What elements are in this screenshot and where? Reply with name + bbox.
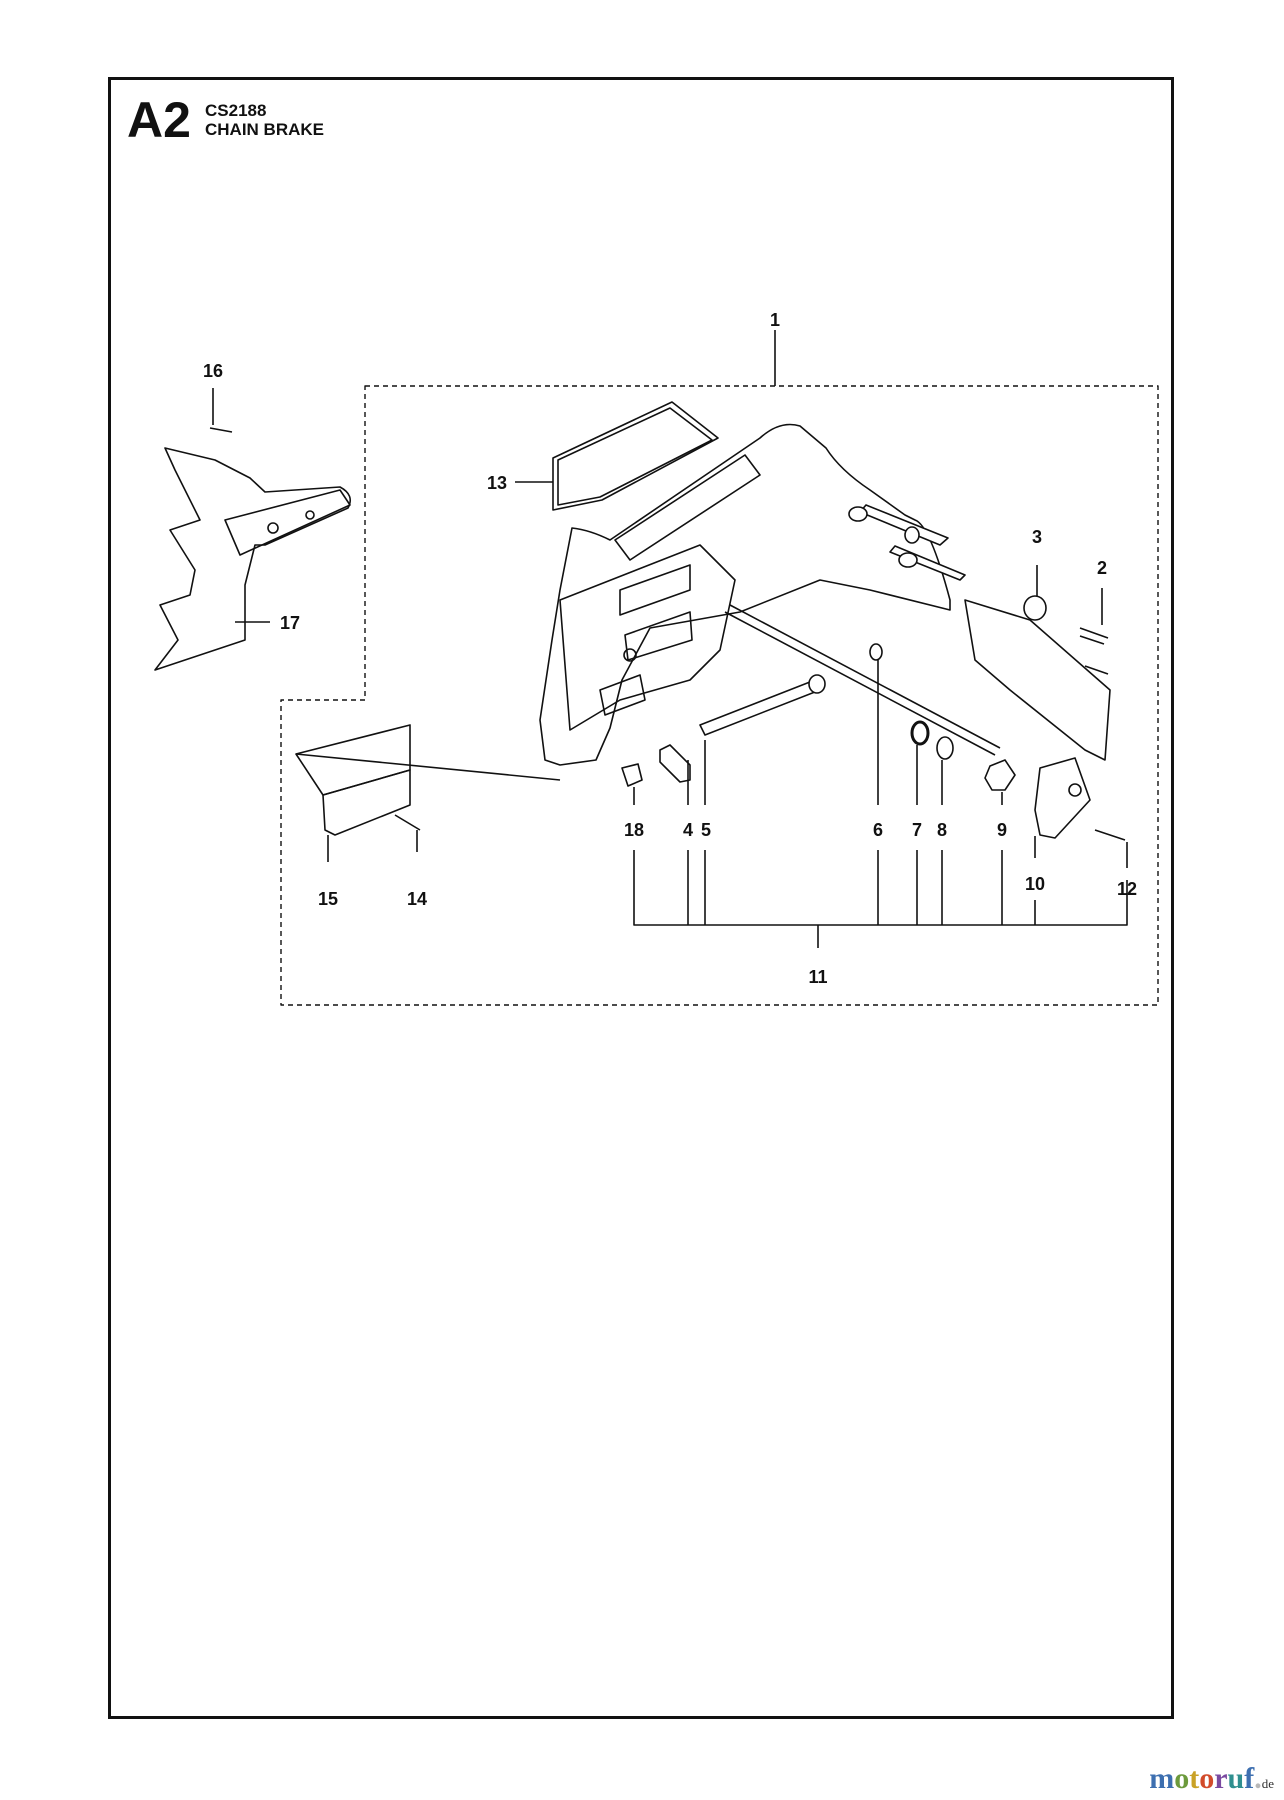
callout-7: 7	[912, 820, 922, 840]
screw-2a	[1079, 627, 1109, 645]
housing-face	[559, 544, 736, 731]
slider-15-top	[295, 724, 411, 796]
callout-10: 10	[1025, 874, 1045, 894]
screw-16	[209, 427, 233, 433]
model-code: CS2188	[205, 101, 267, 120]
callout-18: 18	[624, 820, 644, 840]
clip-6	[869, 643, 883, 661]
brake-rod	[724, 611, 996, 756]
callout-17: 17	[280, 613, 300, 633]
bumper-hole-b	[305, 510, 315, 520]
watermark-logo: motoruf.de	[1149, 1762, 1274, 1796]
screw-2b	[1084, 665, 1109, 675]
block-18	[621, 763, 643, 787]
watermark-letter: o	[1199, 1762, 1215, 1795]
housing-rib-1	[619, 564, 691, 616]
housing-lip	[614, 454, 761, 561]
housing-slot	[599, 674, 646, 716]
callout-3: 3	[1032, 527, 1042, 547]
oring-7	[910, 720, 930, 746]
watermark-letter: t	[1189, 1762, 1200, 1795]
rail-pin-a	[848, 506, 868, 522]
watermark-letter: r	[1214, 1762, 1228, 1795]
callout-16: 16	[203, 361, 223, 381]
callout-14: 14	[407, 889, 427, 909]
callout-11: 11	[808, 967, 827, 987]
washer-8	[936, 736, 954, 760]
watermark-letter: m	[1149, 1762, 1175, 1795]
bracket-10	[1034, 757, 1091, 839]
callout-2: 2	[1097, 558, 1107, 578]
cone-part-4	[659, 744, 691, 783]
callout-6: 6	[873, 820, 883, 840]
callout-4: 4	[683, 820, 693, 840]
screw-12	[1094, 829, 1126, 841]
watermark-dot: .	[1254, 1762, 1262, 1795]
section-letter: A2	[127, 92, 191, 148]
page-subtitle: CHAIN BRAKE	[205, 120, 324, 139]
screw-14	[394, 814, 421, 831]
watermark-letter: o	[1174, 1762, 1190, 1795]
bumper-plate	[224, 489, 351, 556]
callout-8: 8	[937, 820, 947, 840]
chain-brake-housing	[539, 423, 951, 766]
lever-pivot-3	[1023, 595, 1047, 621]
brake-lever	[964, 599, 1111, 761]
callout-9: 9	[997, 820, 1007, 840]
bracket-11	[633, 850, 1128, 926]
callout-5: 5	[701, 820, 711, 840]
bumper-hole-a	[267, 522, 279, 534]
slider-15	[322, 769, 411, 836]
bracket-hole	[1068, 783, 1082, 797]
decal-13	[552, 401, 719, 511]
bushing-9	[984, 759, 1016, 791]
callout-12: 12	[1117, 879, 1137, 899]
housing-hole	[623, 648, 637, 662]
watermark-letter: u	[1227, 1762, 1245, 1795]
callout-13: 13	[487, 473, 507, 493]
rail-pin-b	[904, 526, 920, 544]
slider-leader	[295, 753, 561, 781]
bumper-spike-17	[154, 447, 351, 671]
page-frame	[108, 77, 1174, 1719]
rail-pin-c	[898, 552, 918, 568]
decal-13-inner	[557, 407, 713, 506]
spring-rod-end	[808, 674, 826, 694]
housing-rib-2	[624, 611, 693, 661]
watermark-letter: f	[1244, 1762, 1255, 1795]
assembly-boundary	[280, 385, 1159, 1006]
callout-1: 1	[770, 310, 780, 330]
callout-15: 15	[318, 889, 338, 909]
spring-rod-5	[699, 679, 821, 736]
watermark-domain: de	[1261, 1776, 1274, 1791]
brake-rod-edge	[729, 604, 1001, 749]
